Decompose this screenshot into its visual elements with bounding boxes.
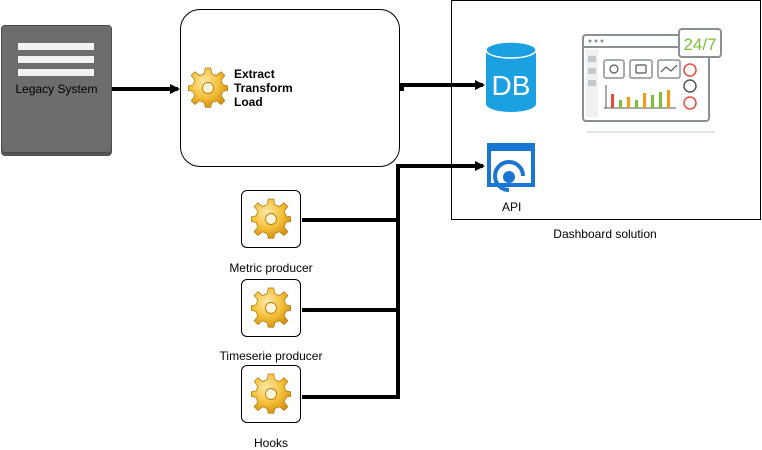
legacy-bar: [18, 43, 94, 50]
etl-label-line: Transform: [234, 81, 293, 95]
dashboard-solution-container[interactable]: [451, 0, 761, 220]
timeserie-producer-gear-icon: [250, 287, 292, 328]
edge-timeserie-to-api: [302, 220, 400, 312]
dashboard-solution-label: Dashboard solution: [553, 227, 657, 241]
dashboard-badge: 24/7: [683, 35, 716, 54]
db-icon: DB: [485, 41, 537, 112]
hooks-node[interactable]: [241, 365, 301, 423]
hooks-label: Hooks: [253, 436, 289, 450]
etl-label-line: Load: [234, 95, 263, 109]
legacy-bar: [18, 69, 94, 76]
metric-producer-label: Metric producer: [229, 261, 313, 275]
hooks-gear-icon: [250, 373, 292, 414]
etl-label: Extract Transform Load: [234, 67, 293, 109]
dashboard-illustration-icon: 24/7: [582, 28, 722, 133]
legacy-bar: [18, 56, 94, 63]
edge-metric-to-api: [302, 161, 485, 222]
metric-producer-gear-icon: [250, 198, 292, 239]
timeserie-producer-label: Timeserie producer: [219, 349, 323, 363]
db-label: DB: [492, 70, 531, 101]
metric-producer-node[interactable]: [241, 190, 301, 248]
api-icon: [487, 143, 535, 192]
edges: [110, 80, 485, 399]
etl-label-line: Extract: [234, 67, 275, 81]
etl-gear-icon: [187, 67, 229, 108]
edge-hooks-to-api: [302, 310, 400, 399]
timeserie-producer-node[interactable]: [241, 279, 301, 337]
legacy-system-label: Legacy System: [15, 82, 98, 96]
legacy-system-node[interactable]: Legacy System: [1, 25, 112, 153]
edge-etl-to-db: [400, 80, 485, 91]
api-label: API: [502, 200, 522, 214]
